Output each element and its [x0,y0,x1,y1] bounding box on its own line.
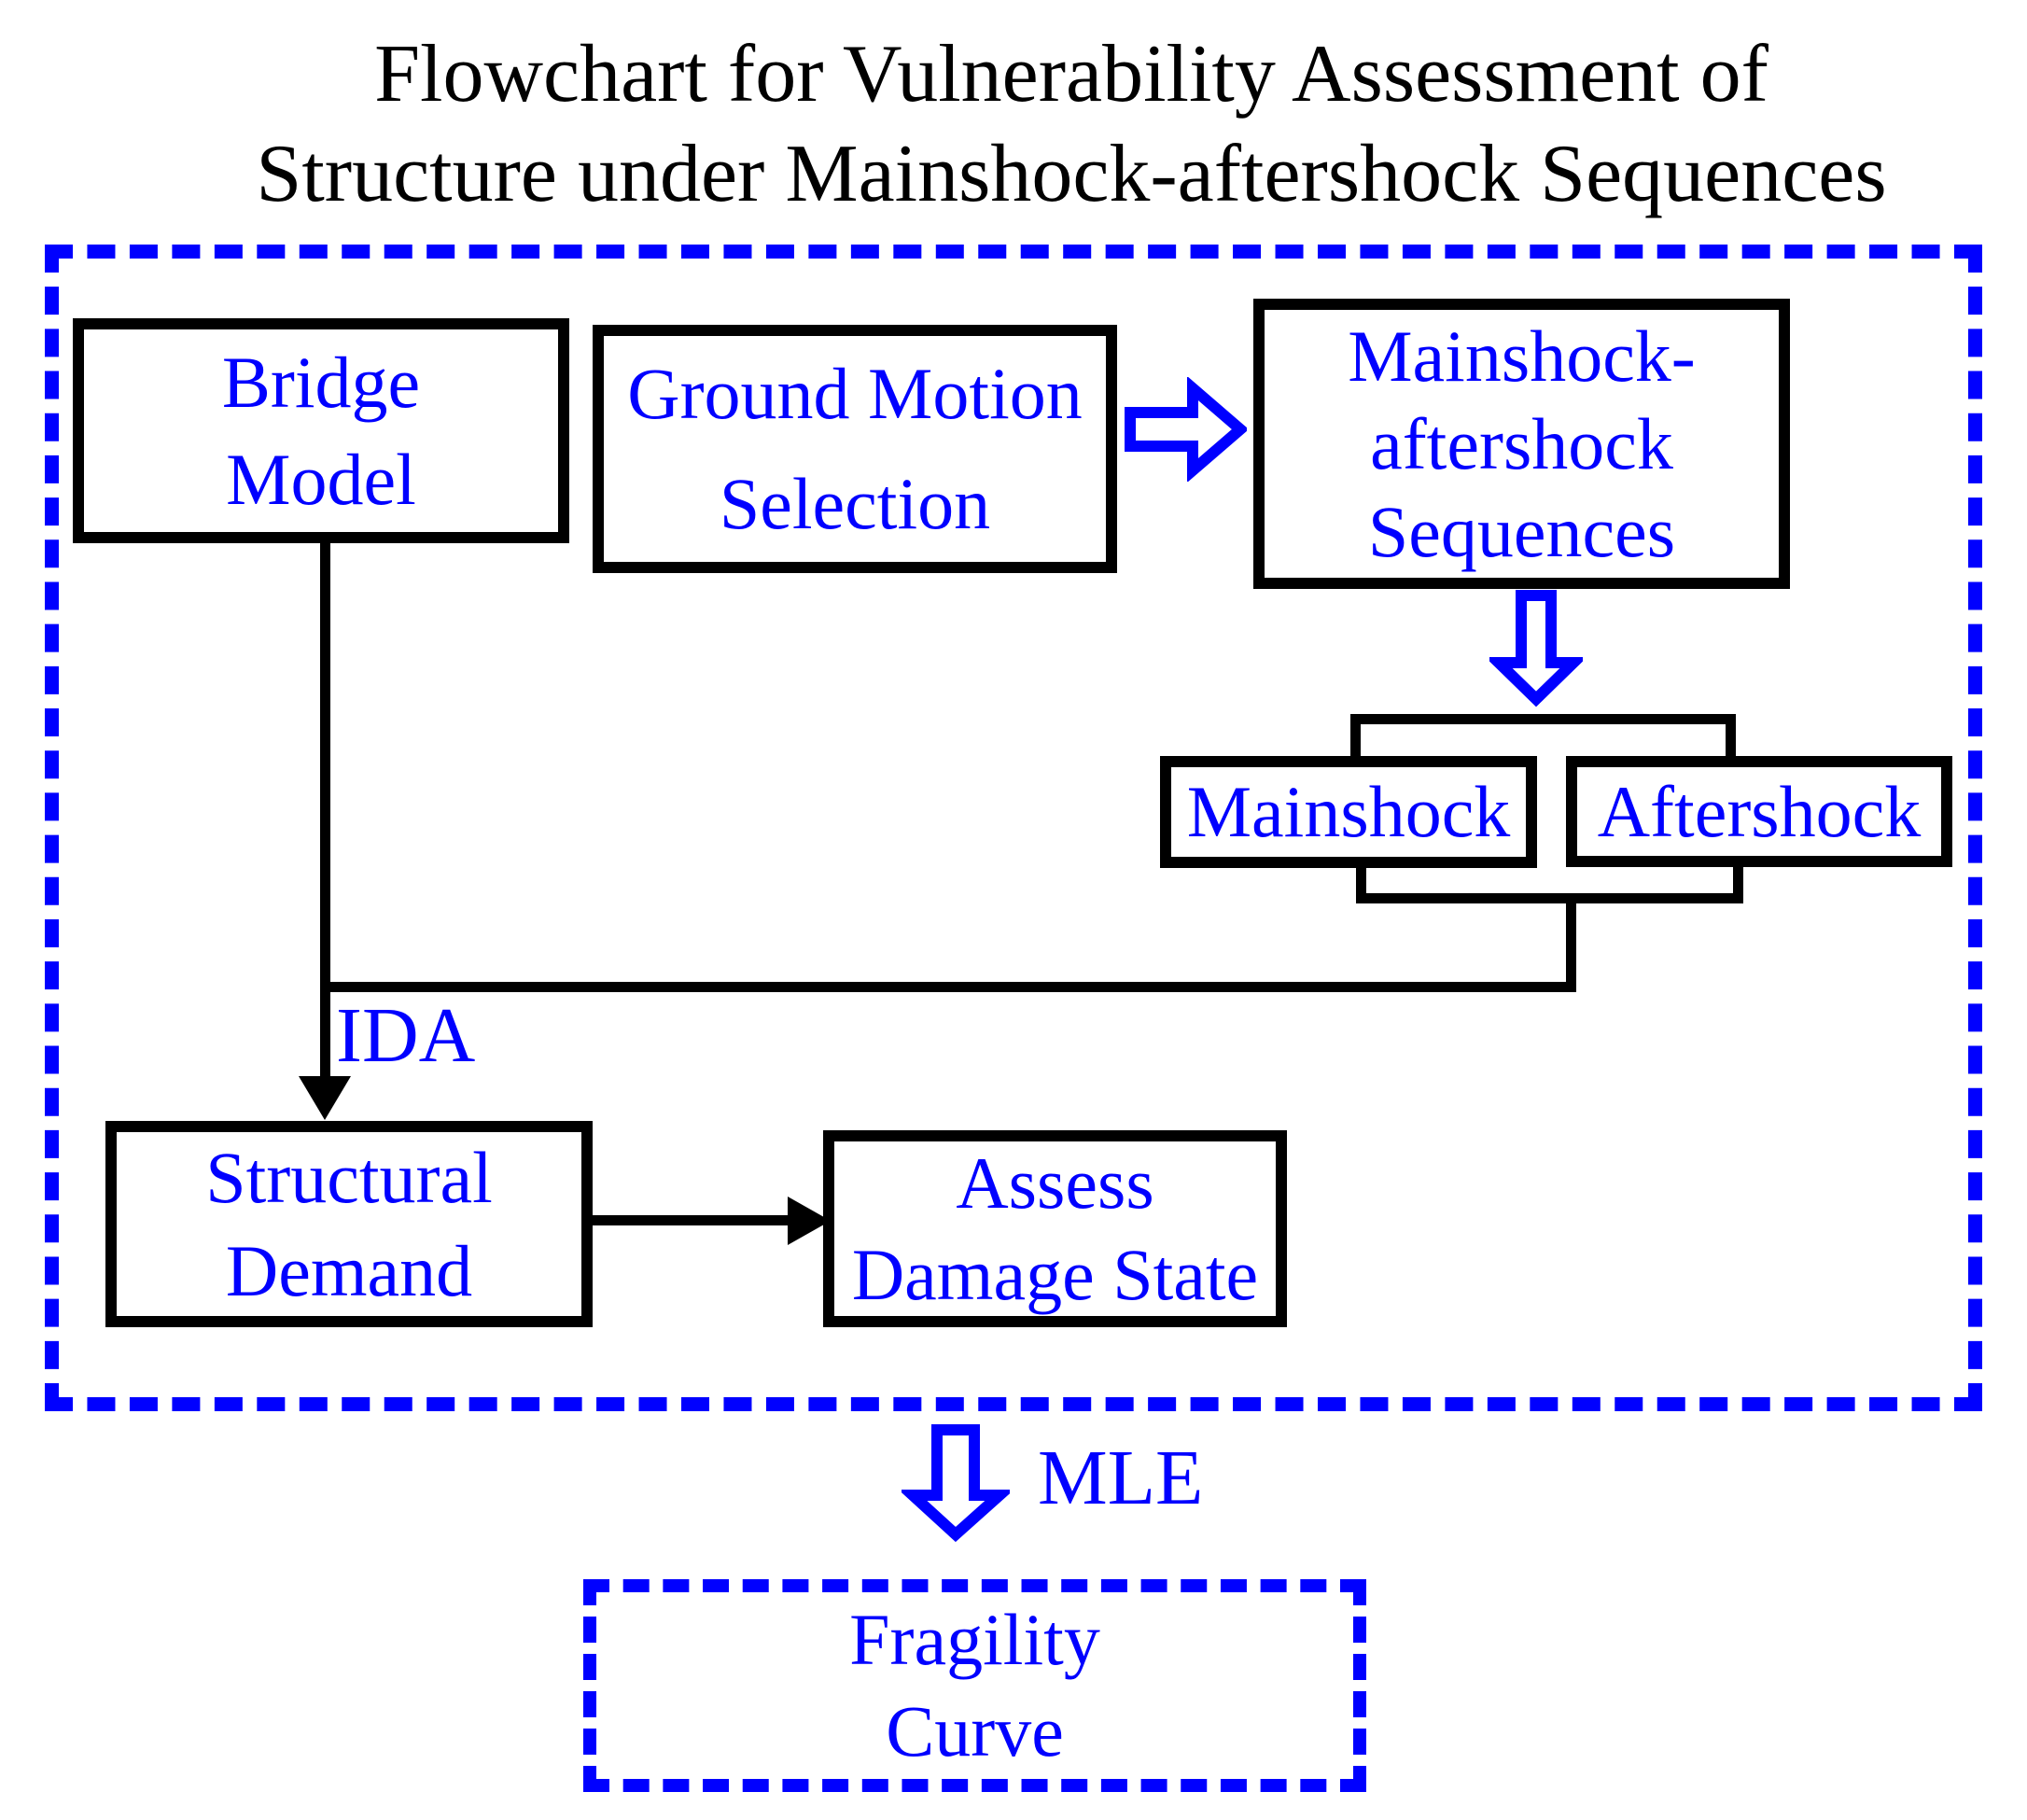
ground-motion-line-1: Ground Motion [627,353,1083,434]
aftershock-label: Aftershock [1597,770,1922,852]
connector-bracket-center-stub [1566,898,1576,987]
assess-damage-state-box: Assess Damage State [823,1130,1287,1327]
ma-sequences-line-2: aftershock [1370,402,1673,484]
mainshock-label: Mainshock [1186,771,1511,852]
process-boundary-dashed-box [45,245,1982,1411]
ground-motion-selection-box: Ground Motion Selection [593,325,1117,573]
fragility-curve-line-2: Curve [886,1690,1064,1771]
down-arrowhead-icon [299,1076,351,1120]
structural-demand-line-2: Demand [225,1229,473,1311]
ma-sequences-line-3: Sequences [1367,490,1676,572]
right-arrowhead-icon [788,1197,831,1245]
assess-damage-line-2: Damage State [851,1233,1259,1315]
bracket-bottom-left-leg [1356,862,1366,903]
connector-bridge-to-structural-line [320,539,330,1081]
title-line-1: Flowchart for Vulnerability Assessment o… [374,29,1768,119]
bridge-model-box: Bridge Model [73,318,569,543]
connector-sequences-to-bridge-line [320,982,1576,992]
bracket-top-horizontal [1350,714,1736,724]
mle-block-arrow-icon [902,1424,1010,1543]
bracket-bottom-horizontal [1356,893,1743,903]
connector-structural-to-assess-line [591,1215,791,1225]
aftershock-box: Aftershock [1566,756,1952,867]
fragility-curve-line-1: Fragility [849,1599,1100,1680]
page-title: Flowchart for Vulnerability Assessment o… [116,24,2027,224]
bridge-model-line-2: Model [226,438,416,520]
ida-label: IDA [336,992,476,1079]
mainshock-aftershock-sequences-box: Mainshock- aftershock Sequences [1253,299,1790,589]
mle-label: MLE [1038,1435,1204,1521]
right-block-arrow-icon [1125,377,1247,482]
mainshock-box: Mainshock [1160,756,1537,868]
title-line-2: Structure under Mainshock-aftershock Seq… [256,129,1887,219]
bracket-top-right-leg [1726,714,1736,763]
bridge-model-line-1: Bridge [221,341,421,423]
ma-sequences-line-1: Mainshock- [1348,315,1696,397]
down-block-arrow-icon [1489,590,1583,707]
bracket-top-left-leg [1350,714,1361,763]
bracket-bottom-right-leg [1733,862,1743,903]
assess-damage-line-1: Assess [956,1141,1154,1224]
fragility-curve-box: Fragility Curve [583,1579,1366,1792]
ground-motion-line-2: Selection [719,463,991,544]
structural-demand-line-1: Structural [205,1136,493,1218]
structural-demand-box: Structural Demand [105,1121,593,1327]
